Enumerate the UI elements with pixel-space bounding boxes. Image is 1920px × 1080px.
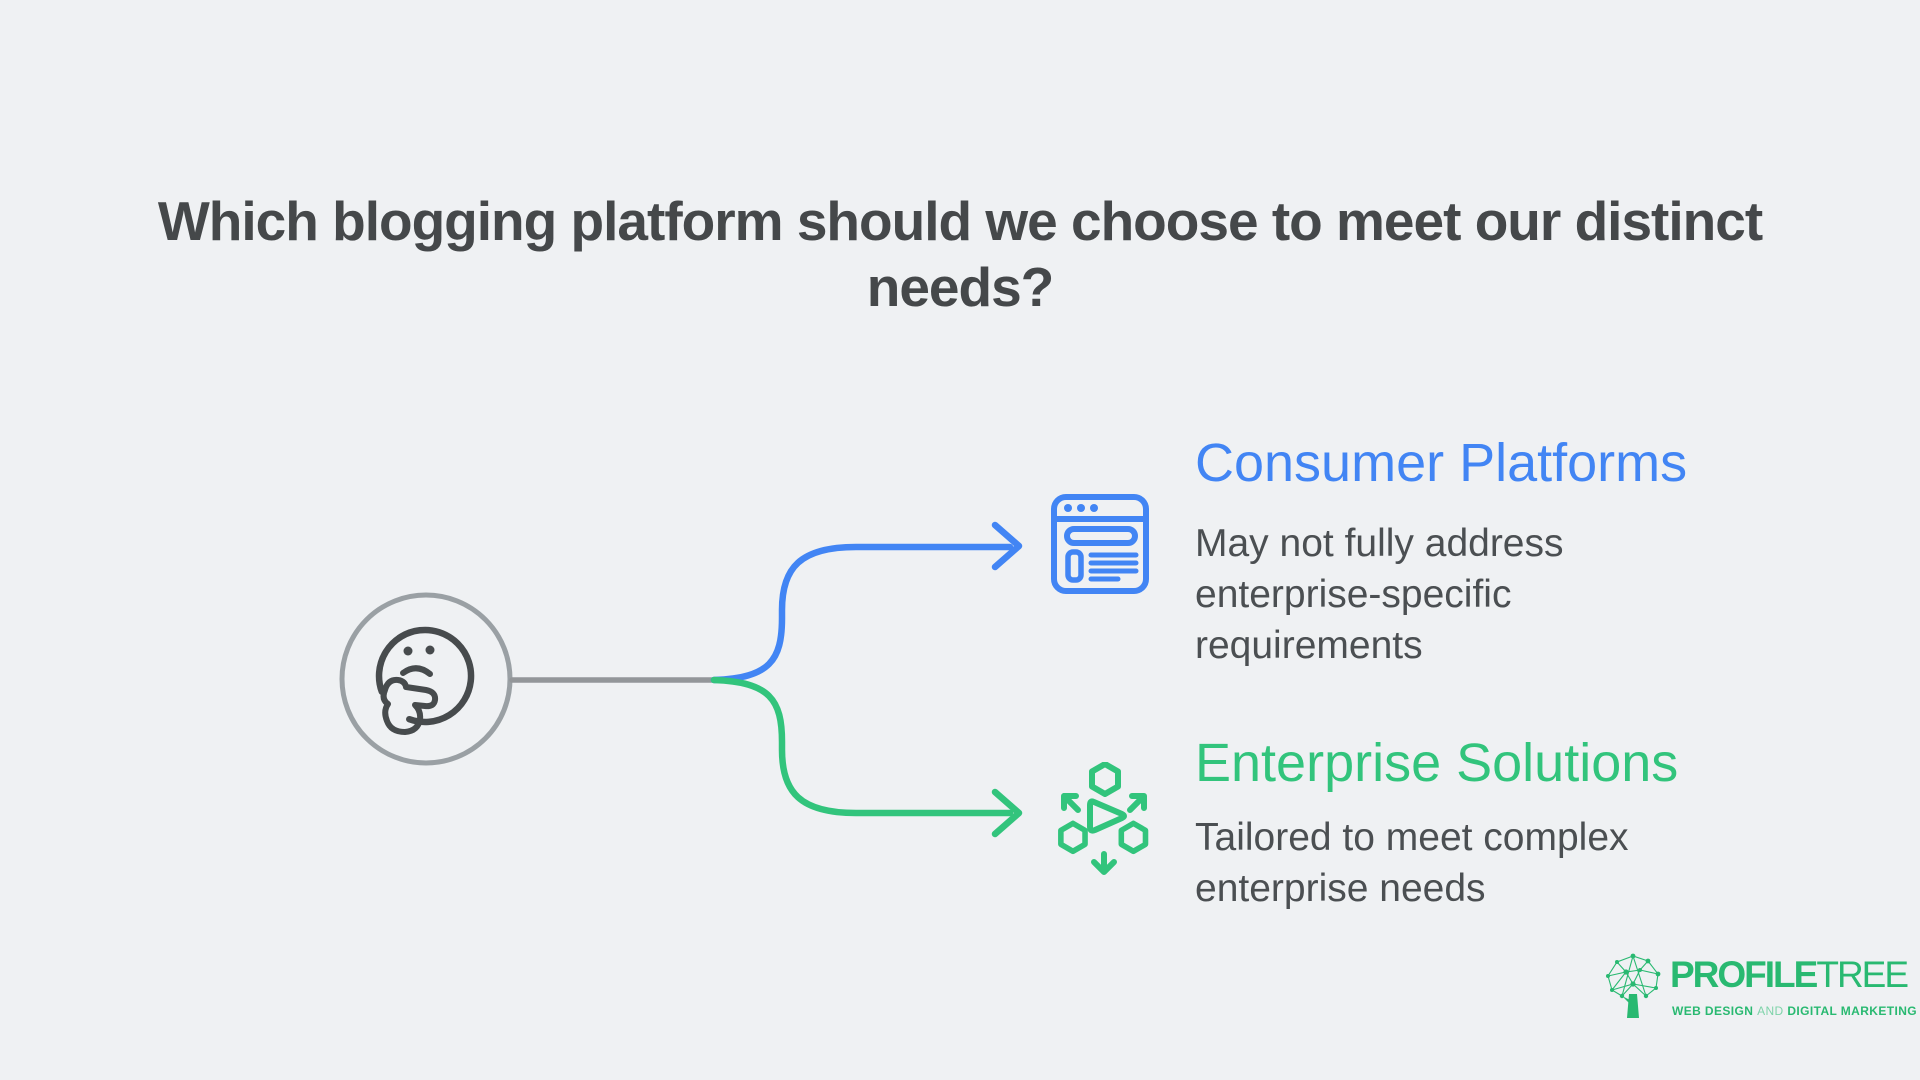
tree-network-icon <box>1606 953 1661 1018</box>
tagline-part-1: WEB DESIGN <box>1672 1004 1754 1018</box>
tagline-and: AND <box>1757 1004 1784 1018</box>
enterprise-description: Tailored to meet complex enterprise need… <box>1195 816 1629 910</box>
profiletree-logo: PROFILETREE WEB DESIGN AND DIGITAL MARKE… <box>1604 952 1917 1032</box>
thinking-face-icon <box>339 592 513 766</box>
distribution-network-icon <box>1058 762 1149 875</box>
consumer-description: May not fully address enterprise-specifi… <box>1195 522 1564 667</box>
decision-node-circle <box>339 592 513 766</box>
title-line-1: Which blogging platform should we choose… <box>157 190 1763 252</box>
consumer-heading: Consumer Platforms <box>1195 433 1688 493</box>
enterprise-arrowhead <box>991 788 1023 838</box>
logo-tagline: WEB DESIGN AND DIGITAL MARKETING <box>1672 1004 1917 1018</box>
browser-window-icon <box>1051 494 1149 594</box>
logo-name-bold: PROFILE <box>1670 954 1818 995</box>
tagline-part-2: DIGITAL MARKETING <box>1787 1004 1918 1018</box>
enterprise-heading: Enterprise Solutions <box>1195 733 1679 793</box>
logo-name-light: TREE <box>1816 954 1909 995</box>
infographic-title: Which blogging platform should we choose… <box>0 188 1920 320</box>
consumer-arrow <box>710 543 1014 684</box>
consumer-arrowhead <box>991 521 1023 571</box>
logo-wordmark: PROFILETREE <box>1670 954 1909 996</box>
enterprise-arrow <box>710 676 1014 817</box>
title-line-2: needs? <box>866 256 1055 318</box>
